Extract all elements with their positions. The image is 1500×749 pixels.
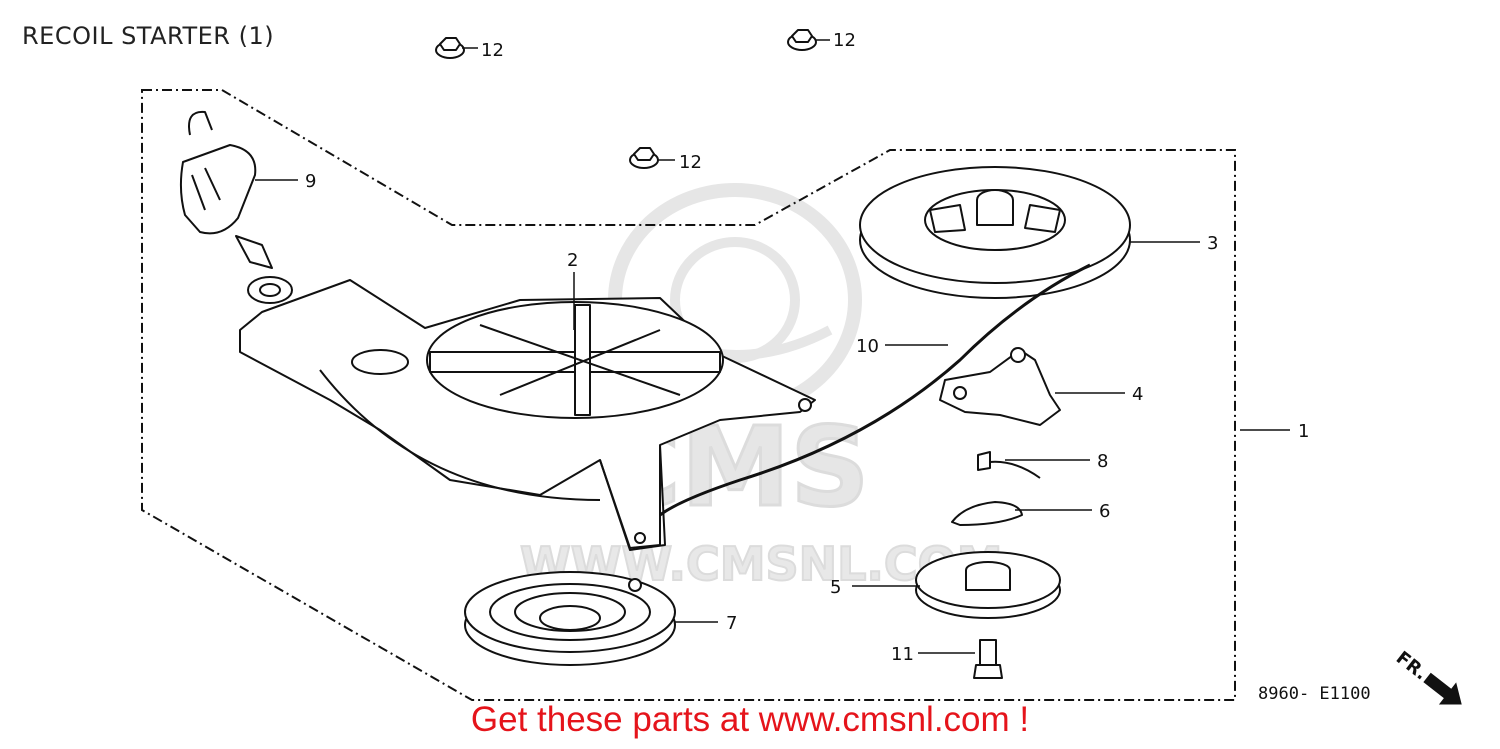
- flange-nut-1: [435, 37, 465, 59]
- callout-12-center: 12: [679, 152, 702, 173]
- promo-link-text[interactable]: Get these parts at www.cmsnl.com !: [470, 700, 1030, 739]
- friction-spring: [977, 451, 1041, 479]
- callout-12-right: 12: [833, 30, 856, 51]
- callout-6: 6: [1099, 501, 1110, 522]
- front-marker-label: FR.: [1392, 647, 1431, 684]
- recoil-spring: [464, 571, 676, 666]
- callout-4: 4: [1132, 384, 1143, 405]
- front-arrow-icon: [1423, 672, 1462, 705]
- drive-plate: [915, 551, 1061, 619]
- callout-5: 5: [830, 577, 841, 598]
- diagram-code: 8960- E1100: [1258, 684, 1371, 704]
- callout-10: 10: [856, 336, 879, 357]
- reel: [859, 166, 1131, 299]
- callout-9: 9: [305, 171, 316, 192]
- callout-1: 1: [1298, 421, 1309, 442]
- ratchet: [939, 347, 1061, 426]
- callout-12-left: 12: [481, 40, 504, 61]
- diagram-title: RECOIL STARTER (1): [22, 22, 275, 50]
- callout-8: 8: [1097, 451, 1108, 472]
- circlip: [951, 501, 1023, 526]
- bolt: [973, 639, 1003, 679]
- callout-3: 3: [1207, 233, 1218, 254]
- flange-nut-3: [629, 147, 659, 169]
- starter-rope: [659, 263, 1091, 517]
- callout-11: 11: [891, 644, 914, 665]
- leader-lines: [255, 39, 1290, 654]
- starter-case: [239, 279, 816, 551]
- callout-7: 7: [726, 613, 737, 634]
- callout-2: 2: [567, 250, 578, 271]
- flange-nut-2: [787, 29, 817, 51]
- starter-grip-handle: [179, 110, 293, 304]
